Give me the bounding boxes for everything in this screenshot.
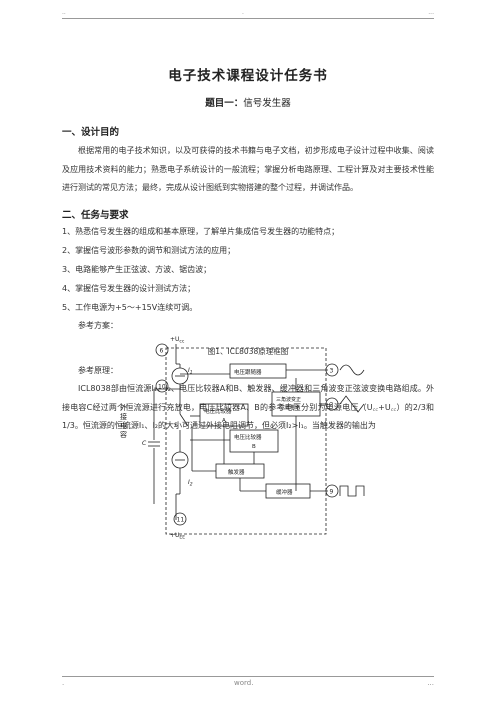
triangle-wave-output (339, 395, 365, 413)
block-tri-to-sine-label-2: 弦波电路 (280, 404, 300, 411)
label-vcc-sub: cc (179, 340, 184, 345)
chip-boundary (165, 347, 327, 535)
pin-6-label: 6 (160, 348, 164, 355)
pin-2-circle (325, 397, 339, 411)
footer-right: ... (427, 679, 434, 687)
pin-10-circle (155, 379, 169, 393)
pin-2-label: 2 (330, 402, 334, 409)
label-vcc: +U (170, 336, 179, 343)
block-diagram: +Ucc 6 10 11 3 2 9 +UEE I1 I2 S C 电压跟随器 … (120, 336, 365, 541)
page-header: .. . ... (62, 6, 434, 19)
block-voltage-follower (229, 363, 287, 379)
label-i2: I (188, 479, 190, 486)
block-comparator-b-label-1: 电压比较器 (234, 433, 262, 441)
header-right: ... (428, 9, 434, 16)
block-comparator-a-label-1: 电压比较器 (204, 407, 232, 415)
block-trigger-label: 触发器 (228, 468, 245, 476)
pin-10-label: 10 (158, 384, 166, 391)
document-title: 电子技术课程设计任务书 (168, 68, 328, 84)
svg-text:I1: I1 (188, 367, 193, 376)
section2-heading: 二、任务与要求 (62, 210, 129, 221)
pin-9-circle (325, 484, 339, 498)
pin-11-circle (173, 512, 187, 526)
task-item: 3、电路能够产生正弦波、方波、锯齿波； (62, 265, 212, 274)
svg-text:+UEE: +UEE (170, 532, 185, 541)
label-vee: +U (170, 532, 179, 539)
switch-s (179, 413, 189, 427)
principle-label: 参考原理： (78, 366, 118, 375)
block-buffer-label: 缓冲器 (276, 488, 293, 496)
square-wave-output (339, 485, 365, 497)
task-item: 4、掌握信号发生器的设计测试方法； (62, 284, 196, 293)
figure-caption: 图1、ICL8038原理框图 (207, 347, 289, 356)
label-vee-sub: EE (179, 535, 185, 541)
subtitle-label: 题目一： (205, 98, 244, 109)
task-item: 5、工作电源为+5～+15V连续可调。 (62, 303, 198, 312)
block-tri-to-sine-label-1: 三角波变正 (276, 396, 301, 403)
page-footer: . word. ... (62, 676, 434, 689)
pin-9-label: 9 (330, 489, 334, 496)
header-left: .. (62, 9, 66, 16)
label-i1-sub: 1 (190, 370, 193, 376)
pin-11-label: 11 (177, 517, 185, 524)
section1-heading: 一、设计目的 (62, 127, 120, 138)
svg-text:I2: I2 (188, 479, 193, 488)
reference-label: 参考方案： (78, 321, 118, 330)
label-i1: I (188, 367, 190, 374)
label-switch-s: S (174, 422, 178, 429)
label-capacitor: C (142, 440, 147, 447)
sine-wave-output (339, 364, 365, 376)
pin-6-circle (155, 343, 169, 357)
footer-left: . (62, 679, 65, 687)
svg-text:+Ucc: +Ucc (170, 336, 185, 345)
block-comparator-b-label-2: B (252, 444, 256, 450)
label-i2-sub: 2 (190, 482, 193, 488)
task-item: 2、掌握信号波形参数的调节和测试方法的应用； (62, 246, 236, 255)
section1-paragraph: 根据常用的电子技术知识，以及可获得的技术书籍与电子文档，初步形成电子设计过程中收… (62, 146, 434, 192)
pin-3-circle (325, 363, 339, 377)
subtitle-text: 信号发生器 (243, 98, 291, 109)
header-center: . (242, 9, 244, 16)
pin-3-label: 3 (330, 368, 334, 375)
document-subtitle: 题目一：信号发生器 (0, 95, 496, 109)
label-external-capacitor: 外接电容 (120, 404, 127, 439)
footer-center: word. (234, 679, 254, 687)
block-voltage-follower-label: 电压跟随器 (234, 368, 262, 376)
block-comparator-a-label-2: A (222, 418, 226, 424)
task-item: 1、熟悉信号发生器的组成和基本原理，了解单片集成信号发生器的功能特点； (62, 227, 340, 236)
principle-paragraph: ICL8038部由恒流源I₁、I₂、电压比较器A和B、触发器、缓冲器和三角波变正… (62, 384, 434, 430)
